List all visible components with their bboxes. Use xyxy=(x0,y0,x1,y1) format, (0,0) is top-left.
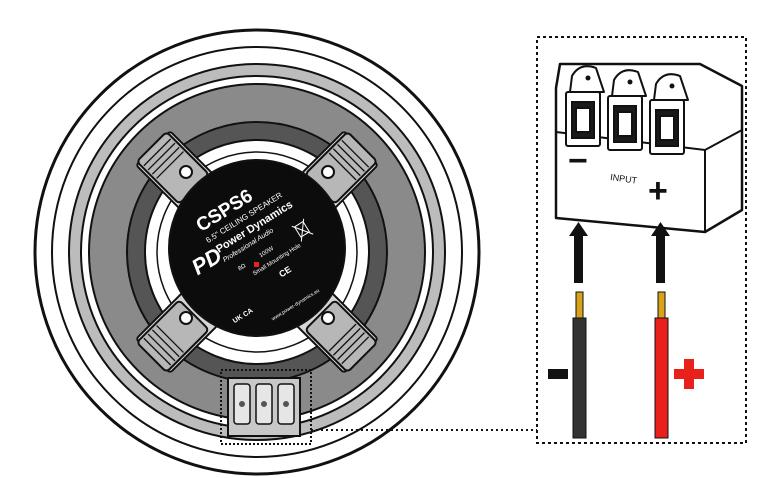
terminal-plus-symbol: + xyxy=(648,172,668,210)
clamp-ridges xyxy=(143,138,370,366)
positive-insert-arrow xyxy=(651,222,670,283)
speaker-label-disk xyxy=(168,159,346,337)
negative-insert-arrow xyxy=(569,222,588,283)
speaker-terminal-block xyxy=(227,377,301,437)
terminal-input-label: INPUT xyxy=(610,172,639,186)
positive-wire xyxy=(654,291,669,439)
input-terminal-block: − INPUT + xyxy=(554,62,744,234)
negative-wire xyxy=(572,291,587,439)
positive-marker-icon xyxy=(674,359,704,389)
ceiling-speaker: CSPS6 6.5" CEILING SPEAKER PD Power Dyna… xyxy=(33,28,481,476)
terminal-minus-symbol: − xyxy=(568,142,588,180)
mounting-screws xyxy=(179,165,335,325)
label-red-dot xyxy=(254,262,259,267)
terminal-highlight-box xyxy=(220,369,312,445)
weee-bin-icon xyxy=(291,218,314,242)
negative-marker-icon xyxy=(548,369,568,379)
terminal-detail-callout: − INPUT + xyxy=(536,36,747,444)
insert-arrows xyxy=(569,222,670,283)
spec-impedance: 8Ω xyxy=(237,263,247,273)
